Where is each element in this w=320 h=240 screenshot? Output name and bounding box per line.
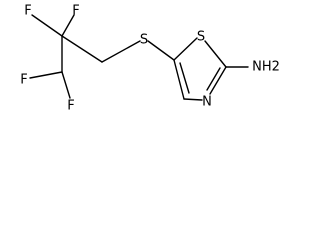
atom-f-top-right: F [72,4,79,19]
atom-s-ring: S [197,30,205,45]
bond-chf2-f-left [29,71,63,79]
bond-c2-n3-inner [206,67,221,91]
atom-f-top-left: F [24,4,31,19]
bond-c4-c5 [173,59,185,100]
bond-c2-n3 [209,66,227,95]
bond-s-c5 [147,40,175,61]
atom-f-left: F [20,73,27,88]
atom-f-bottom: F [67,99,74,114]
molecule-structure: F F F F S S N NH2 [20,4,280,114]
bond-s1-c2 [204,40,227,68]
bond-n3-c4 [183,98,203,101]
bond-chf2-f-bottom [61,71,71,99]
bond-cf2-ch2 [61,35,103,63]
bond-cf2-f-top-left [31,14,63,37]
atom-nh2: NH2 [252,60,280,75]
bond-cf2-f-top-right [61,14,75,37]
atom-s-thioether: S [140,33,148,48]
bond-c4-c5-inner [179,62,190,94]
bond-c5-s1 [173,37,198,61]
bonds [29,14,249,101]
bond-ch2-s [101,40,141,63]
atom-labels: F F F F S S N NH2 [20,4,280,114]
atom-n-ring: N [202,95,212,110]
